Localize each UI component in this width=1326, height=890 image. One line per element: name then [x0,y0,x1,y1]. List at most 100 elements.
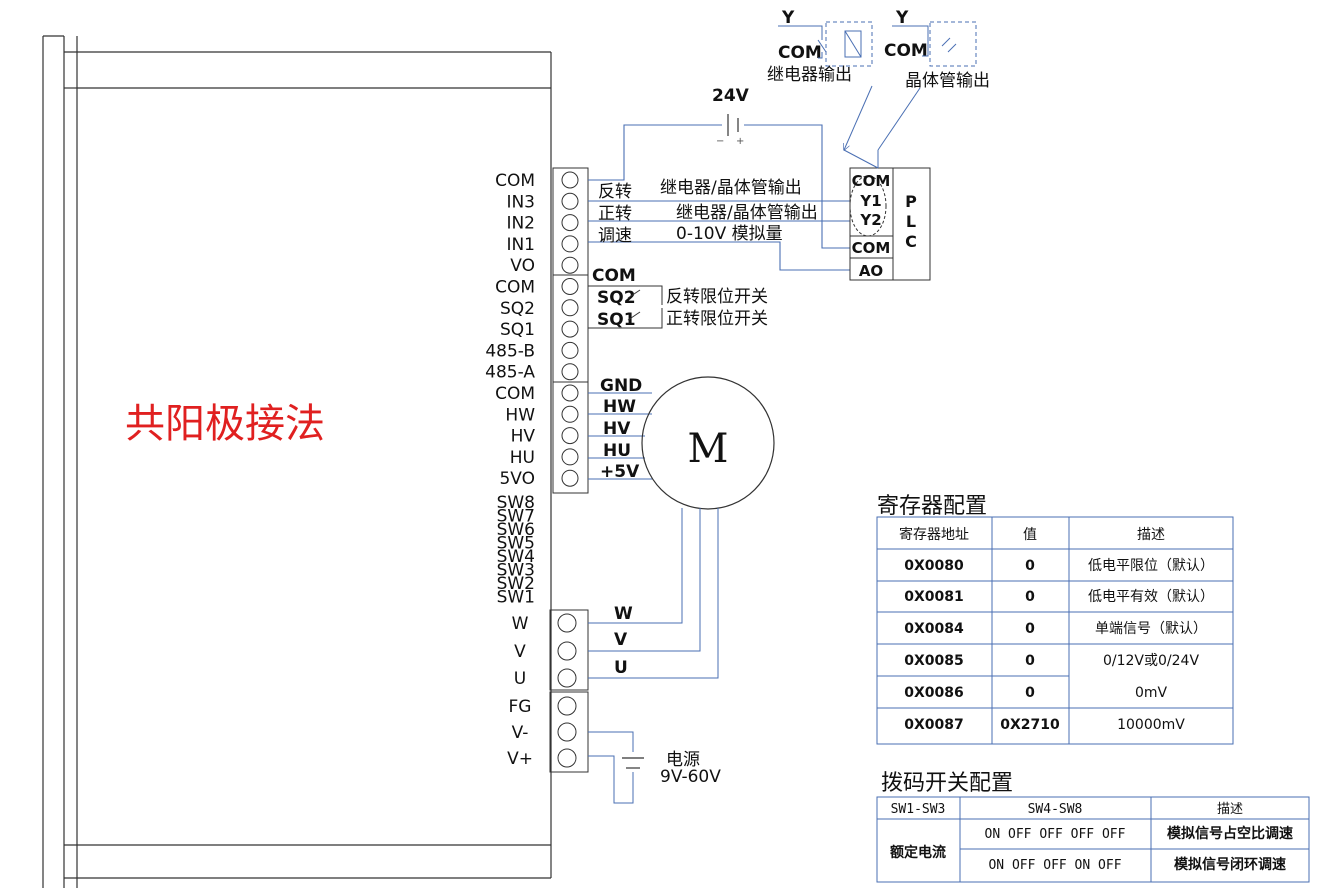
terminal-block-top [552,167,589,494]
register-cell: 10000mV [1117,717,1185,733]
motor-phase-wires [588,508,719,679]
terminal-screw [561,299,579,317]
terminal-label: 5VO [499,469,535,489]
label-analog: 0-10V 模拟量 [676,224,783,244]
label-relay-out-1: 继电器/晶体管输出 [660,178,802,198]
dip-header-cell: 描述 [1217,802,1243,817]
label-fwd-limit: 正转限位开关 [666,309,768,329]
register-cell: 0X0080 [904,558,964,574]
dip-switch-label: SW1 [497,588,535,608]
terminal-label: VO [510,256,535,276]
dip-cell: 模拟信号占空比调速 [1167,825,1293,842]
register-cell: 0 [1025,685,1035,701]
terminal-label: IN1 [506,235,535,255]
plc-pin-label: COM [852,172,891,190]
terminal-screw [557,696,577,716]
terminal-screw [561,214,579,232]
dip-switch-label: SW7 [497,507,535,527]
dip-table [876,796,1310,883]
dip-switch-label: SW6 [497,520,535,540]
terminal-screw [561,341,579,359]
terminal-label: U [514,669,526,689]
label-u: U [614,658,628,678]
motor-hall-wires [588,392,652,480]
register-cell: 0X0085 [904,653,964,669]
register-header-cell: 寄存器地址 [899,526,969,543]
terminal-screw [557,748,577,768]
motor-label: M [688,426,729,472]
terminal-screw [561,320,579,338]
terminal-screw [561,469,579,487]
controller-housing [42,35,552,888]
register-cell: 0mV [1135,685,1168,701]
terminal-screw [561,256,579,274]
plc-output-arrows [843,149,879,169]
label-hu: HU [603,441,631,461]
terminal-screw [561,405,579,423]
register-header-cell: 描述 [1137,527,1165,543]
register-cell: 0 [1025,558,1035,574]
dip-switch-label: SW8 [497,493,535,513]
terminal-screw [561,448,579,466]
plc-box [849,167,931,281]
power-wires [588,731,634,804]
label-5v: +5V [600,462,640,482]
terminal-label: SQ2 [500,299,535,319]
label-v: V [614,630,628,650]
label-hw: HW [603,397,636,417]
plc-letter: L [906,212,916,231]
dip-cell: ON OFF OFF ON OFF [988,858,1121,873]
dip-cell: 模拟信号闭环调速 [1174,856,1286,873]
terminal-screw [561,384,579,402]
terminal-screw [561,427,579,445]
main-title: 共阳极接法 [125,401,325,447]
label-sq1: SQ1 [597,310,636,330]
terminal-screw [561,278,579,295]
dip-merged-cell: 额定电流 [890,844,946,861]
terminal-screw [561,235,579,253]
svg-text:Y: Y [895,8,909,28]
register-cell: 0X0087 [904,717,964,733]
dip-switch-label: SW3 [497,561,535,581]
register-table-title: 寄存器配置 [877,494,987,519]
dip-switch-label: SW5 [497,534,535,554]
register-cell: 低电平限位（默认） [1088,558,1214,574]
register-cell: 0 [1025,589,1035,605]
register-table [876,516,1234,745]
terminal-label: V- [512,723,529,743]
limit-switch-wires [588,285,663,329]
register-cell: 0/12V或0/24V [1103,653,1199,669]
battery-minus: − [716,136,724,147]
svg-text:晶体管输出: 晶体管输出 [905,71,990,91]
label-speed: 调速 [598,226,632,246]
plc-pin-label: AO [859,262,883,280]
terminal-label: HW [505,405,535,425]
label-forward: 正转 [598,204,632,224]
terminal-label: IN2 [506,214,535,234]
terminal-label: HV [511,427,536,447]
terminal-screw [561,363,579,381]
terminal-screw [557,668,577,688]
register-cell: 0 [1025,653,1035,669]
register-header-cell: 值 [1023,527,1037,543]
dip-header-cell: SW1-SW3 [891,802,946,817]
dip-switch-label: SW2 [497,574,535,594]
label-w: W [614,604,633,624]
terminal-label: COM [495,278,535,298]
terminal-label: HU [510,448,535,468]
register-cell: 0 [1025,621,1035,637]
svg-text:COM: COM [884,41,928,61]
register-cell: 0X0084 [904,621,964,637]
transistor-output-symbol: Y COM 晶体管输出 [877,8,990,151]
battery-24v-symbol [727,114,739,136]
label-gnd: GND [600,376,642,396]
terminal-label: W [512,614,529,634]
terminal-label: V [514,642,526,662]
battery-plus: + [736,136,744,147]
terminal-block-bottom [549,609,589,773]
register-cell: 单端信号（默认） [1095,621,1207,637]
terminal-screw [557,613,577,633]
plc-pin-label: COM [852,239,891,257]
terminal-label: SQ1 [500,320,535,340]
terminal-screw [557,722,577,742]
